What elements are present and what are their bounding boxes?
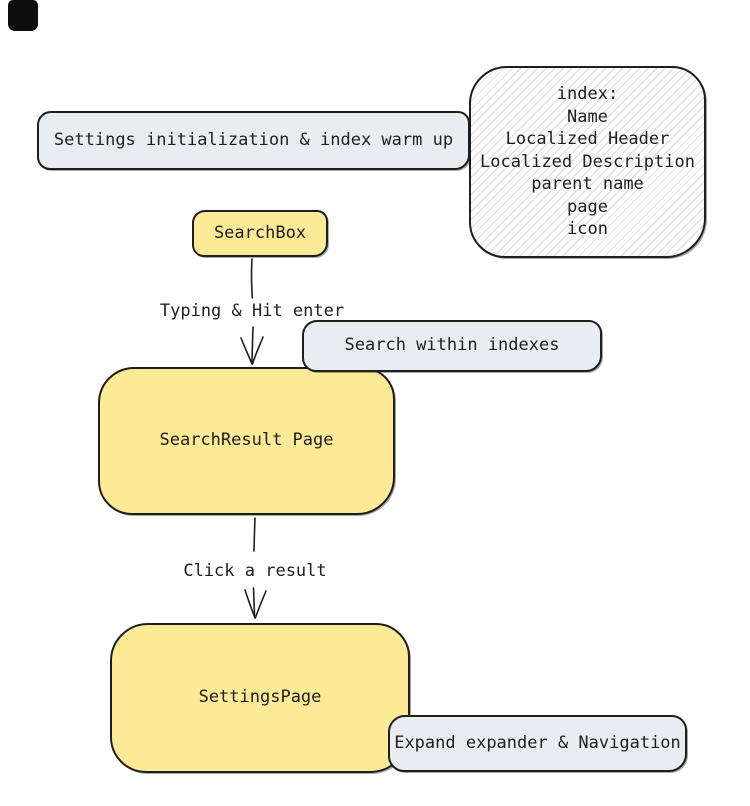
node-search-within-indexes-label: Search within indexes bbox=[344, 335, 560, 356]
note-line: Localized Header bbox=[505, 129, 670, 150]
note-index-fields-text: index: Name Localized Header Localized D… bbox=[480, 83, 695, 241]
note-line: page bbox=[567, 196, 608, 217]
note-line: icon bbox=[567, 219, 608, 240]
node-search-within-indexes: Search within indexes bbox=[302, 320, 602, 372]
note-line: Name bbox=[567, 106, 608, 127]
node-expand-expander-navigation: Expand expander & Navigation bbox=[388, 715, 687, 772]
corner-mark bbox=[8, 0, 38, 31]
node-settings-page-label: SettingsPage bbox=[198, 687, 322, 708]
node-search-result-page: SearchResult Page bbox=[98, 367, 395, 515]
note-line: Localized Description bbox=[480, 151, 695, 172]
node-settings-init-label: Settings initialization & index warm up bbox=[53, 129, 454, 150]
edge-label-click-a-result: Click a result bbox=[183, 561, 327, 581]
node-expand-expander-navigation-label: Expand expander & Navigation bbox=[394, 732, 681, 753]
node-searchbox: SearchBox bbox=[192, 210, 328, 257]
node-settings-page: SettingsPage bbox=[110, 623, 410, 773]
node-settings-init: Settings initialization & index warm up bbox=[37, 111, 470, 170]
node-searchbox-label: SearchBox bbox=[213, 222, 307, 243]
note-line: parent name bbox=[531, 174, 644, 195]
note-line: index: bbox=[556, 83, 619, 104]
note-index-fields: index: Name Localized Header Localized D… bbox=[469, 66, 706, 258]
edge-label-typing-hit-enter: Typing & Hit enter bbox=[159, 301, 345, 321]
node-search-result-page-label: SearchResult Page bbox=[159, 430, 334, 451]
